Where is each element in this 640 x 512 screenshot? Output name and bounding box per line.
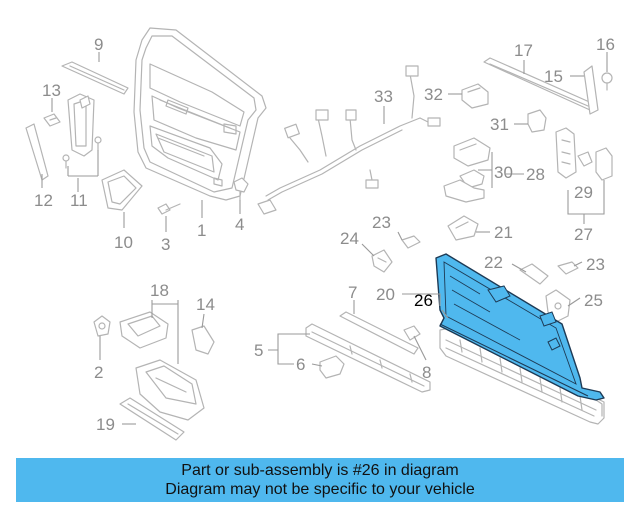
callout-10: 10: [114, 233, 133, 252]
callout-22: 22: [484, 253, 503, 272]
part-14-clip: [191, 325, 215, 355]
callout-16: 16: [596, 35, 615, 54]
callout-23-upper: 23: [372, 213, 391, 232]
callout-15: 15: [544, 67, 563, 86]
part-17-weatherstrip: [483, 57, 595, 111]
part-24-bracket: [371, 249, 393, 273]
part-33-wiring-harness: [257, 65, 441, 215]
part-13-clip: [43, 113, 61, 127]
callout-19: 19: [96, 415, 115, 434]
part-4-clip: [233, 177, 249, 201]
part-handle-assembly: [67, 93, 95, 157]
part-7-strip: [339, 311, 419, 355]
callout-17: 17: [514, 41, 533, 60]
callout-12: 12: [34, 191, 53, 210]
callout-7: 7: [348, 283, 357, 302]
callout-24: 24: [340, 229, 359, 248]
parts-diagram: 9 13 12 11 10 3 1 4 33 32 31 30 28 29 27…: [25, 27, 615, 441]
callout-23-lower: 23: [586, 255, 605, 274]
callout-labels: 9 13 12 11 10 3 1 4 33 32 31 30 28 29 27…: [34, 35, 615, 434]
part-28-lock-actuator: [555, 127, 577, 179]
part-3-screw: [157, 203, 181, 215]
part-18-handle-assembly: [119, 311, 205, 421]
banner-line-1: Part or sub-assembly is #26 in diagram: [181, 462, 459, 479]
part-22-handle: [519, 263, 549, 285]
callout-6: 6: [296, 355, 305, 374]
part-23-clip-lower: [557, 261, 579, 275]
callout-30: 30: [494, 163, 513, 182]
part-6-clip: [319, 355, 345, 379]
part-10-cover: [101, 169, 143, 211]
callout-11: 11: [70, 191, 88, 210]
callout-4: 4: [235, 215, 244, 234]
callout-21: 21: [494, 223, 513, 242]
part-32-switch: [461, 83, 489, 109]
callout-2: 2: [94, 363, 103, 382]
info-banner: Part or sub-assembly is #26 in diagram D…: [16, 458, 624, 502]
part-1-door-panel: [133, 27, 267, 201]
callout-27: 27: [574, 225, 593, 244]
part-31-switch: [527, 109, 547, 133]
callout-28: 28: [526, 165, 545, 184]
callout-1: 1: [197, 221, 206, 240]
part-15-trim: [583, 65, 599, 115]
callout-29: 29: [574, 183, 593, 202]
part-12-pillar-trim: [25, 123, 49, 181]
callout-3: 3: [161, 235, 170, 254]
part-30-connectors: [443, 137, 491, 203]
part-29-lock-part: [577, 147, 613, 181]
callout-25: 25: [584, 291, 603, 310]
part-16-clip: [601, 72, 613, 91]
callout-8: 8: [422, 363, 431, 382]
callout-13: 13: [42, 81, 61, 100]
part-9-trim-strip: [61, 61, 129, 95]
part-26-highlighted: [435, 253, 605, 401]
leader-lines: [41, 52, 608, 425]
callout-9: 9: [94, 35, 103, 54]
callout-26: 26: [414, 291, 433, 310]
part-19-trim-plate: [119, 397, 185, 441]
callout-20: 20: [376, 285, 395, 304]
banner-line-2: Diagram may not be specific to your vehi…: [165, 481, 475, 498]
callout-32: 32: [424, 85, 443, 104]
part-5-rail: [305, 323, 431, 393]
callout-18: 18: [150, 281, 169, 300]
callout-31: 31: [490, 115, 509, 134]
part-21-bracket: [447, 215, 479, 241]
callout-5: 5: [254, 341, 263, 360]
callout-33: 33: [374, 87, 393, 106]
part-23-clip-upper: [401, 235, 421, 249]
part-2-bolt: [93, 315, 111, 337]
part-11-screws: [62, 136, 102, 169]
part-8-clip: [403, 325, 421, 341]
callout-14: 14: [196, 295, 215, 314]
